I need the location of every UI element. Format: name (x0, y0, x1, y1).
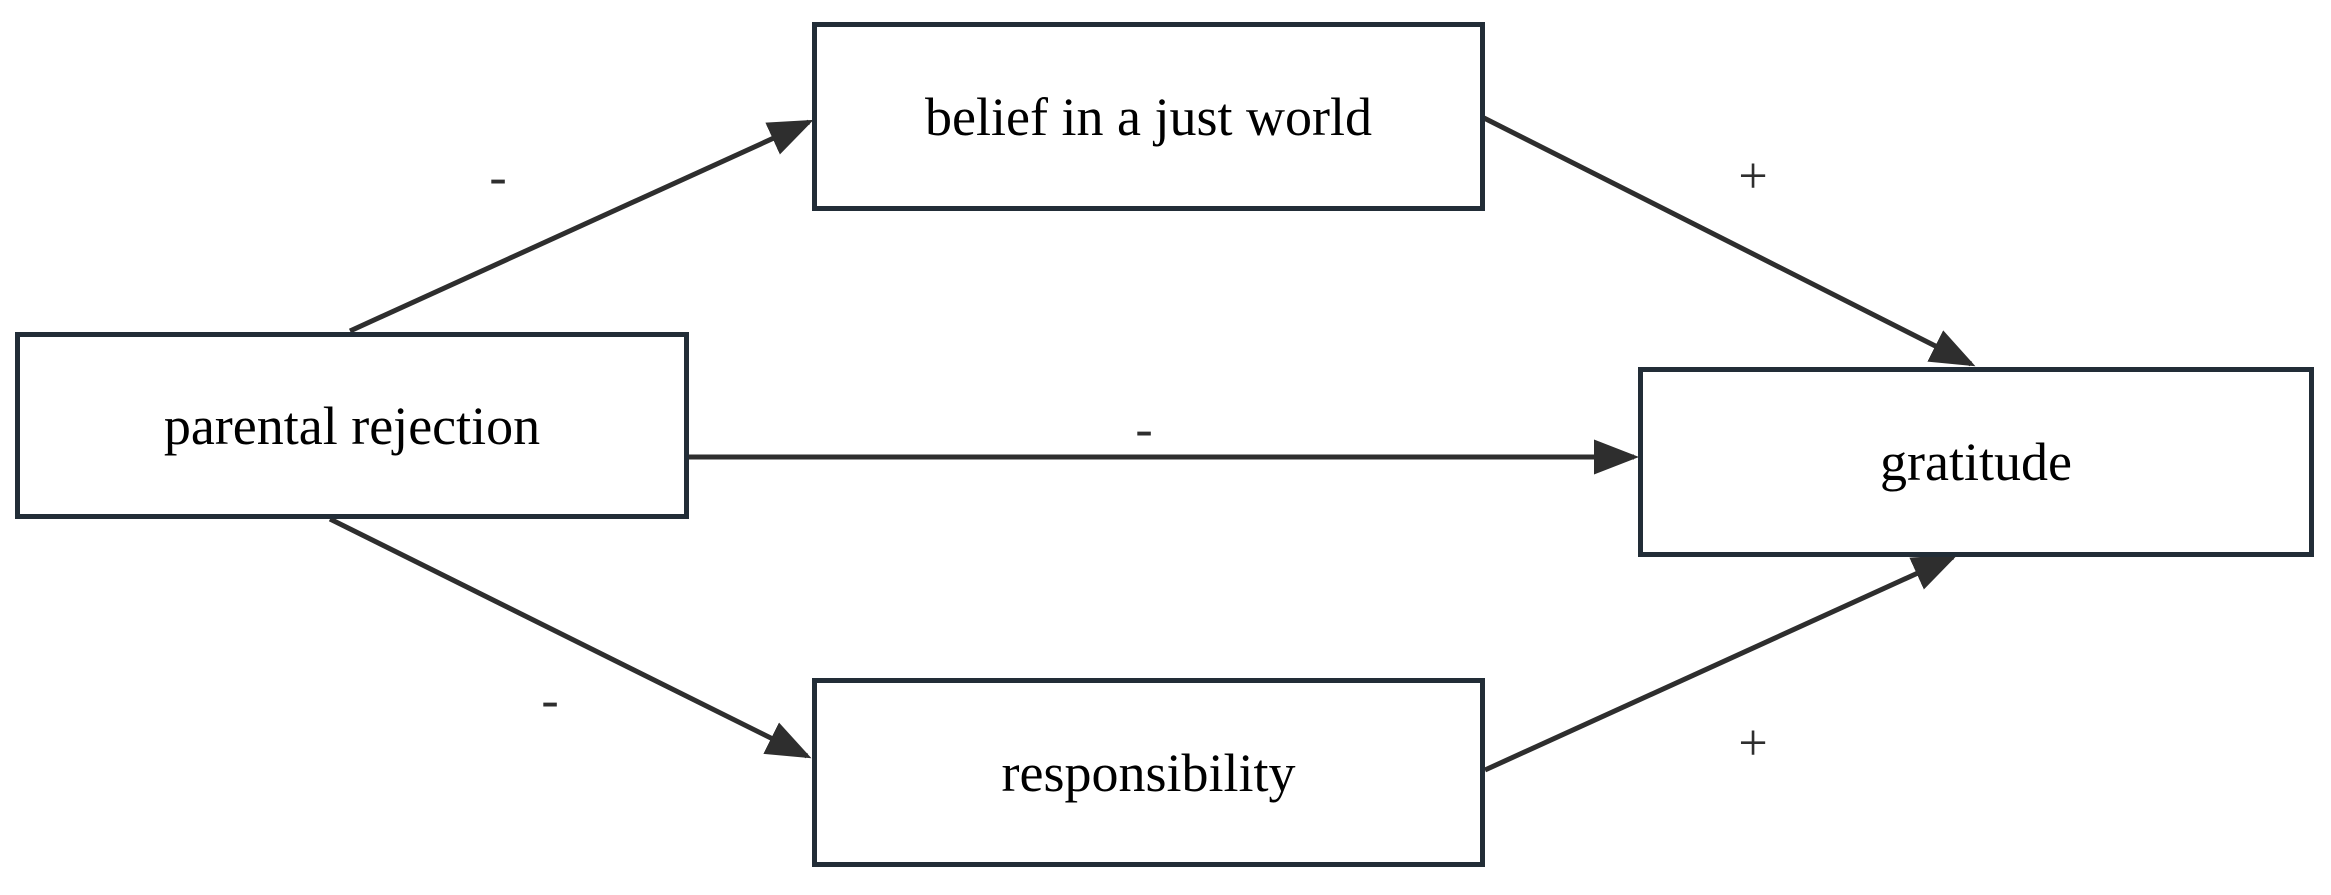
node-parental-rejection: parental rejection (15, 332, 689, 519)
arrow-parental-to-responsibility (328, 516, 812, 759)
node-responsibility: responsibility (812, 678, 1485, 867)
arrow-responsibility-to-gratitude (1483, 554, 1958, 773)
node-gratitude-label: gratitude (1880, 432, 2072, 492)
arrow-parental-to-belief (348, 119, 814, 334)
edge-sign-belief-to-gratitude: + (1738, 148, 1768, 205)
arrow-belief-to-gratitude (1482, 115, 1976, 367)
node-parental-rejection-label: parental rejection (163, 395, 541, 456)
node-belief-in-a-just-world: belief in a just world (812, 22, 1485, 211)
edge-sign-parental-to-responsibility: - (541, 672, 559, 729)
node-belief-in-a-just-world-label: belief in a just world (925, 86, 1372, 147)
edge-sign-parental-to-belief: - (489, 149, 507, 206)
node-responsibility-label: responsibility (1001, 742, 1296, 803)
edge-sign-parental-to-gratitude: - (1135, 401, 1153, 458)
node-gratitude: gratitude (1638, 367, 2314, 557)
edge-sign-responsibility-to-gratitude: + (1738, 715, 1768, 772)
